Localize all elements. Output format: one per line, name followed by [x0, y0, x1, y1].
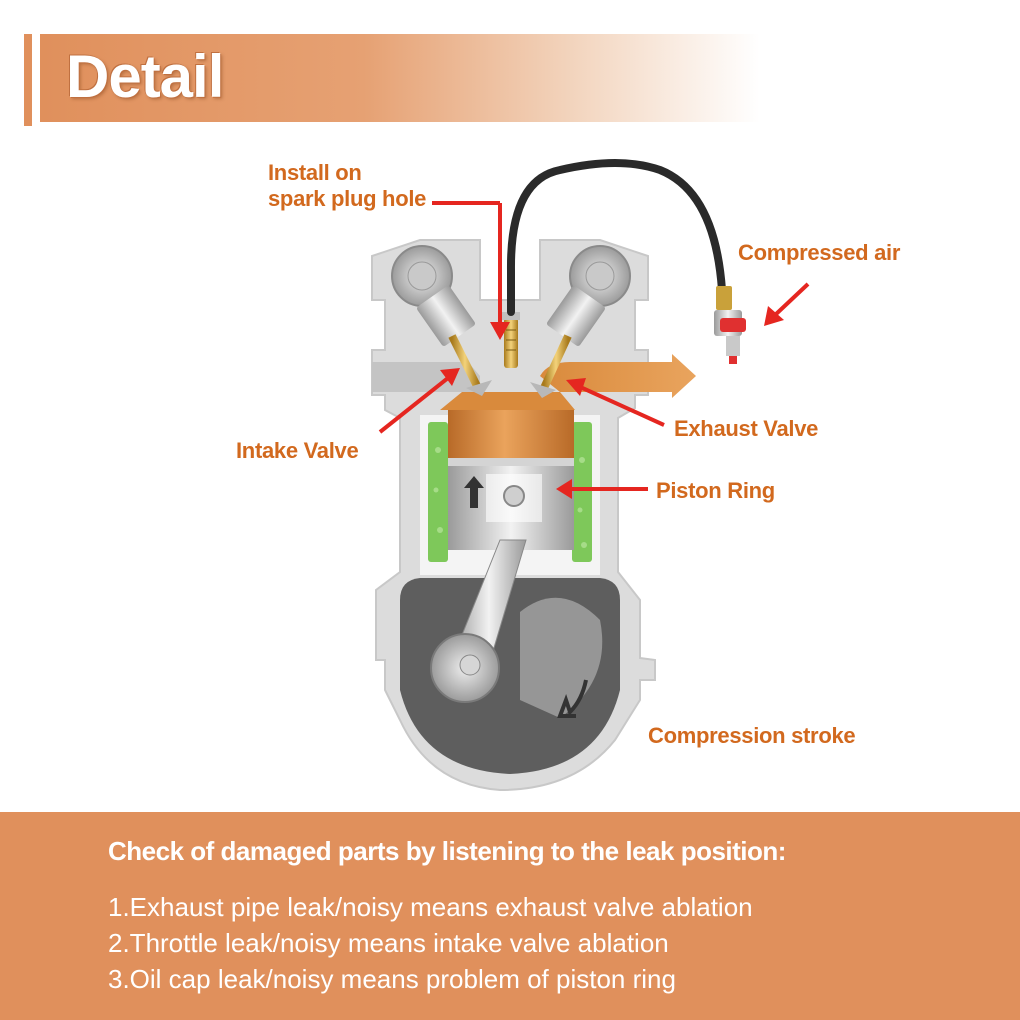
engine-diagram	[371, 159, 810, 792]
info-item-throttle: 2.Throttle leak/noisy means intake valve…	[108, 928, 669, 958]
label-exhaust-valve: Exhaust Valve	[674, 416, 819, 441]
spark-plug-adapter	[502, 312, 520, 368]
air-coupler	[714, 286, 746, 364]
combustion-chamber	[440, 392, 575, 410]
header-banner	[40, 34, 760, 122]
page-title: Detail	[66, 43, 224, 110]
label-compression-stroke: Compression stroke	[648, 723, 856, 748]
header-accent-bar	[24, 34, 32, 126]
air-hose	[506, 159, 726, 316]
label-intake-valve: Intake Valve	[236, 438, 359, 463]
piston	[448, 410, 574, 550]
info-panel	[0, 812, 1020, 1020]
intake-camshaft	[391, 245, 492, 396]
exhaust-camshaft	[530, 245, 631, 398]
label-piston-ring: Piston Ring	[656, 478, 775, 503]
label-compressed-air: Compressed air	[738, 240, 901, 265]
info-item-exhaust: 1.Exhaust pipe leak/noisy means exhaust …	[108, 892, 753, 922]
info-heading: Check of damaged parts by listening to t…	[108, 836, 786, 866]
pointer-arrows	[378, 201, 810, 499]
label-install-line1: Install on	[268, 160, 362, 185]
info-item-oil-cap: 3.Oil cap leak/noisy means problem of pi…	[108, 964, 676, 994]
connecting-rod	[430, 539, 603, 718]
label-install-line2: spark plug hole	[268, 186, 427, 211]
